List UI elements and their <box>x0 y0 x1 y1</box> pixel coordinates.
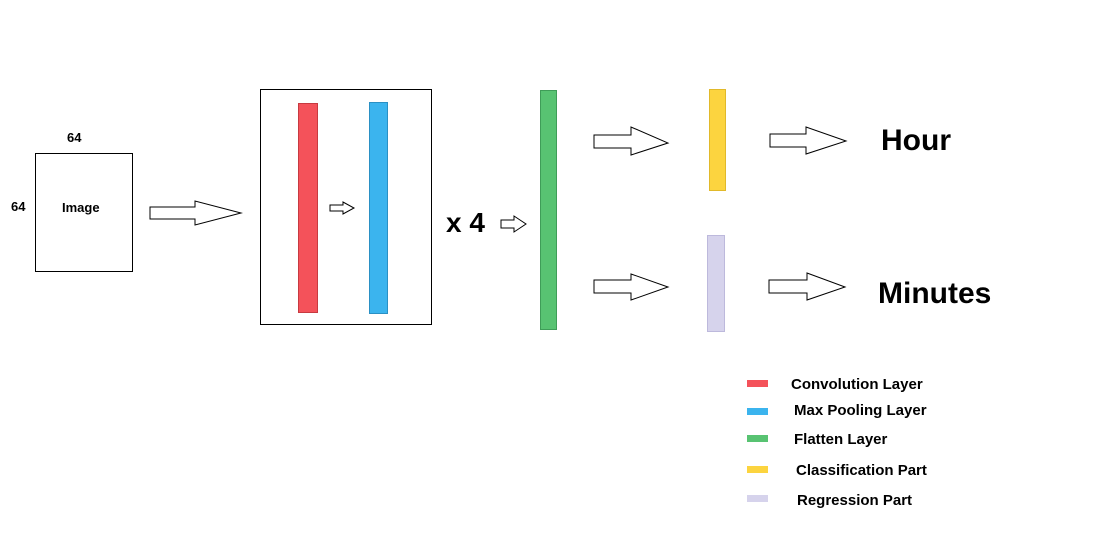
arrow-repeat-to-flatten <box>500 215 527 233</box>
input-width-label: 64 <box>67 130 82 145</box>
input-image-label: Image <box>62 200 100 215</box>
legend-label-classification: Classification Part <box>796 462 927 479</box>
legend-label-convolution: Convolution Layer <box>791 376 923 393</box>
regression-part-bar <box>707 235 725 332</box>
legend-swatch-max-pooling <box>747 408 768 415</box>
input-image-box <box>35 153 133 272</box>
max-pooling-layer-bar <box>369 102 388 314</box>
arrow-conv-to-pool <box>329 201 356 215</box>
legend-label-flatten: Flatten Layer <box>794 431 888 448</box>
convolution-layer-bar <box>298 103 318 313</box>
output-hour-label: Hour <box>881 124 951 157</box>
arrow-flatten-to-classification <box>593 126 670 156</box>
arrow-flatten-to-regression <box>593 273 670 301</box>
arrow-classification-to-hour <box>769 126 848 155</box>
repeat-label: x 4 <box>446 207 485 238</box>
legend-swatch-flatten <box>747 435 768 442</box>
flatten-layer-bar <box>540 90 557 330</box>
legend-swatch-classification <box>747 466 768 473</box>
legend-swatch-convolution <box>747 380 768 387</box>
legend-label-max-pooling: Max Pooling Layer <box>794 402 927 419</box>
classification-part-bar <box>709 89 726 191</box>
input-height-label: 64 <box>11 199 26 214</box>
output-minutes-label: Minutes <box>878 277 992 310</box>
arrow-regression-to-minutes <box>768 272 847 301</box>
arrow-image-to-block <box>149 200 243 226</box>
legend-label-regression: Regression Part <box>797 492 913 509</box>
legend-swatch-regression <box>747 495 768 502</box>
